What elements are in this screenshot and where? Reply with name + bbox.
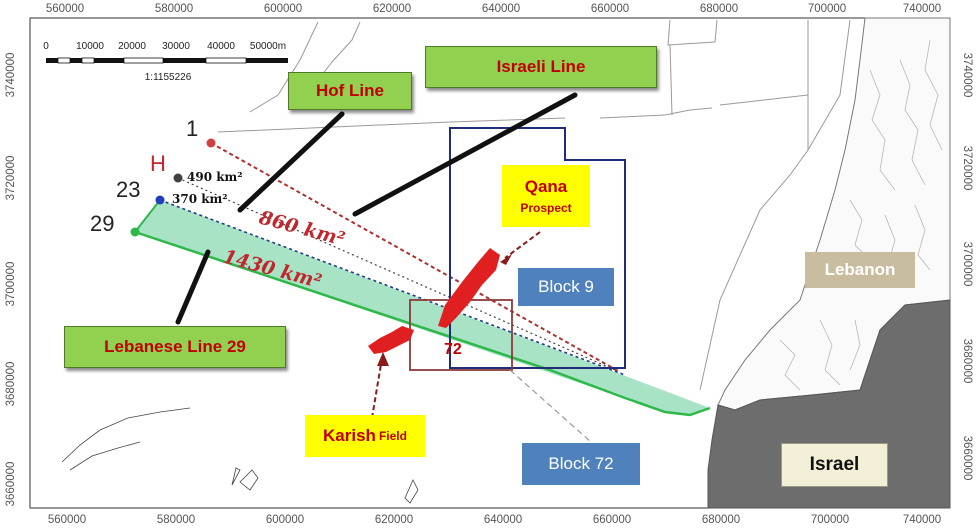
x-top-tick: 700000: [808, 3, 846, 15]
x-top-tick: 640000: [482, 3, 520, 15]
block-72-inner-label: 72: [444, 341, 462, 358]
y-left-tick: 3720000: [5, 156, 17, 201]
x-bottom-tick: 600000: [266, 514, 304, 526]
scale-ratio: 1:1155226: [145, 72, 192, 83]
x-top-tick: 740000: [903, 3, 941, 15]
qana-prospect-shape: [438, 248, 500, 328]
lebanon-label: Lebanon: [805, 252, 915, 288]
y-left-tick: 3660000: [5, 462, 17, 507]
block-72-dashed: [509, 369, 601, 451]
lebanese-leader-line: [175, 249, 211, 325]
qana-prospect-label: Qana Prospect: [502, 165, 590, 227]
x-axis-top: 560000 580000 600000 620000 640000 66000…: [46, 3, 941, 15]
x-top-tick: 620000: [373, 3, 411, 15]
y-right-tick: 3660000: [961, 436, 973, 481]
lebanese-line-29: [134, 230, 711, 417]
qana-arrow: [504, 231, 541, 259]
x-top-tick: 660000: [591, 3, 629, 15]
hof-line-label: Hof Line: [288, 72, 412, 110]
block-9-label: Block 9: [518, 268, 614, 306]
point-1-label: 1: [186, 116, 198, 141]
y-left-tick: 3740000: [5, 53, 17, 98]
point-23-label: 23: [116, 177, 140, 202]
israel-label: Israel: [781, 443, 888, 487]
y-axis-left: 3740000 3720000 3700000 3680000 3660000: [5, 53, 17, 507]
coastline-fragments: [61, 407, 191, 471]
block-9-outline: [449, 127, 626, 369]
x-top-tick: 600000: [264, 3, 302, 15]
lebanese-line-label: Lebanese Line 29: [64, 326, 286, 368]
scale-tick: 0: [43, 41, 49, 52]
x-bottom-tick: 580000: [157, 514, 195, 526]
point-23-marker: [155, 195, 165, 205]
karish-title: Karish: [323, 426, 376, 445]
scale-tick: 50000m: [250, 41, 286, 52]
hof-line: [159, 199, 626, 376]
israeli-line-label: Israeli Line: [425, 46, 657, 88]
y-right-tick: 3700000: [961, 242, 973, 287]
x-bottom-tick: 740000: [903, 514, 941, 526]
area-370-label: 370 km²: [172, 192, 228, 206]
point-29-label: 29: [90, 211, 114, 236]
y-left-tick: 3700000: [5, 262, 17, 307]
x-bottom-tick: 660000: [593, 514, 631, 526]
y-right-tick: 3740000: [961, 53, 973, 98]
x-bottom-tick: 560000: [48, 514, 86, 526]
hof-leader-line: [237, 111, 345, 213]
karish-subtitle: Field: [378, 429, 407, 443]
israel-land: [707, 299, 951, 509]
point-1-marker: [206, 138, 216, 148]
qana-subtitle: Prospect: [520, 201, 572, 215]
point-29-marker: [130, 227, 140, 237]
point-h-marker: [173, 173, 183, 183]
scale-tick: 20000: [118, 41, 146, 52]
y-right-tick: 3680000: [961, 339, 973, 384]
x-top-tick: 680000: [700, 3, 738, 15]
y-axis-right: 3740000 3720000 3700000 3680000 3660000: [961, 53, 973, 481]
x-bottom-tick: 620000: [375, 514, 413, 526]
qana-title: Qana: [524, 177, 568, 196]
karish-arrowhead: [377, 352, 389, 366]
scale-tick: 40000: [207, 41, 235, 52]
x-bottom-tick: 700000: [811, 514, 849, 526]
karish-field-shape: [368, 326, 414, 354]
x-axis-bottom: 560000 580000 600000 620000 640000 66000…: [48, 514, 941, 526]
islands: [231, 467, 419, 504]
disputed-zone: [135, 200, 710, 415]
line-29-segment: [134, 199, 161, 233]
block-72-label: Block 72: [522, 443, 640, 485]
x-bottom-tick: 680000: [702, 514, 740, 526]
y-right-tick: 3720000: [961, 146, 973, 191]
israeli-leader-line: [352, 92, 578, 217]
scale-tick: 30000: [162, 41, 190, 52]
karish-field-label: Karish Field: [305, 415, 425, 457]
scale-bar: 0 10000 20000 30000 40000 50000m 1:11552…: [43, 41, 288, 83]
x-top-tick: 580000: [155, 3, 193, 15]
area-490-label: 490 km²: [187, 170, 243, 184]
point-h-label: H: [150, 151, 166, 176]
israeli-line: [210, 142, 621, 373]
y-left-tick: 3680000: [5, 362, 17, 407]
karish-arrow: [371, 357, 383, 419]
scale-tick: 10000: [76, 41, 104, 52]
x-bottom-tick: 640000: [484, 514, 522, 526]
x-top-tick: 560000: [46, 3, 84, 15]
qana-arrowhead: [500, 254, 512, 265]
